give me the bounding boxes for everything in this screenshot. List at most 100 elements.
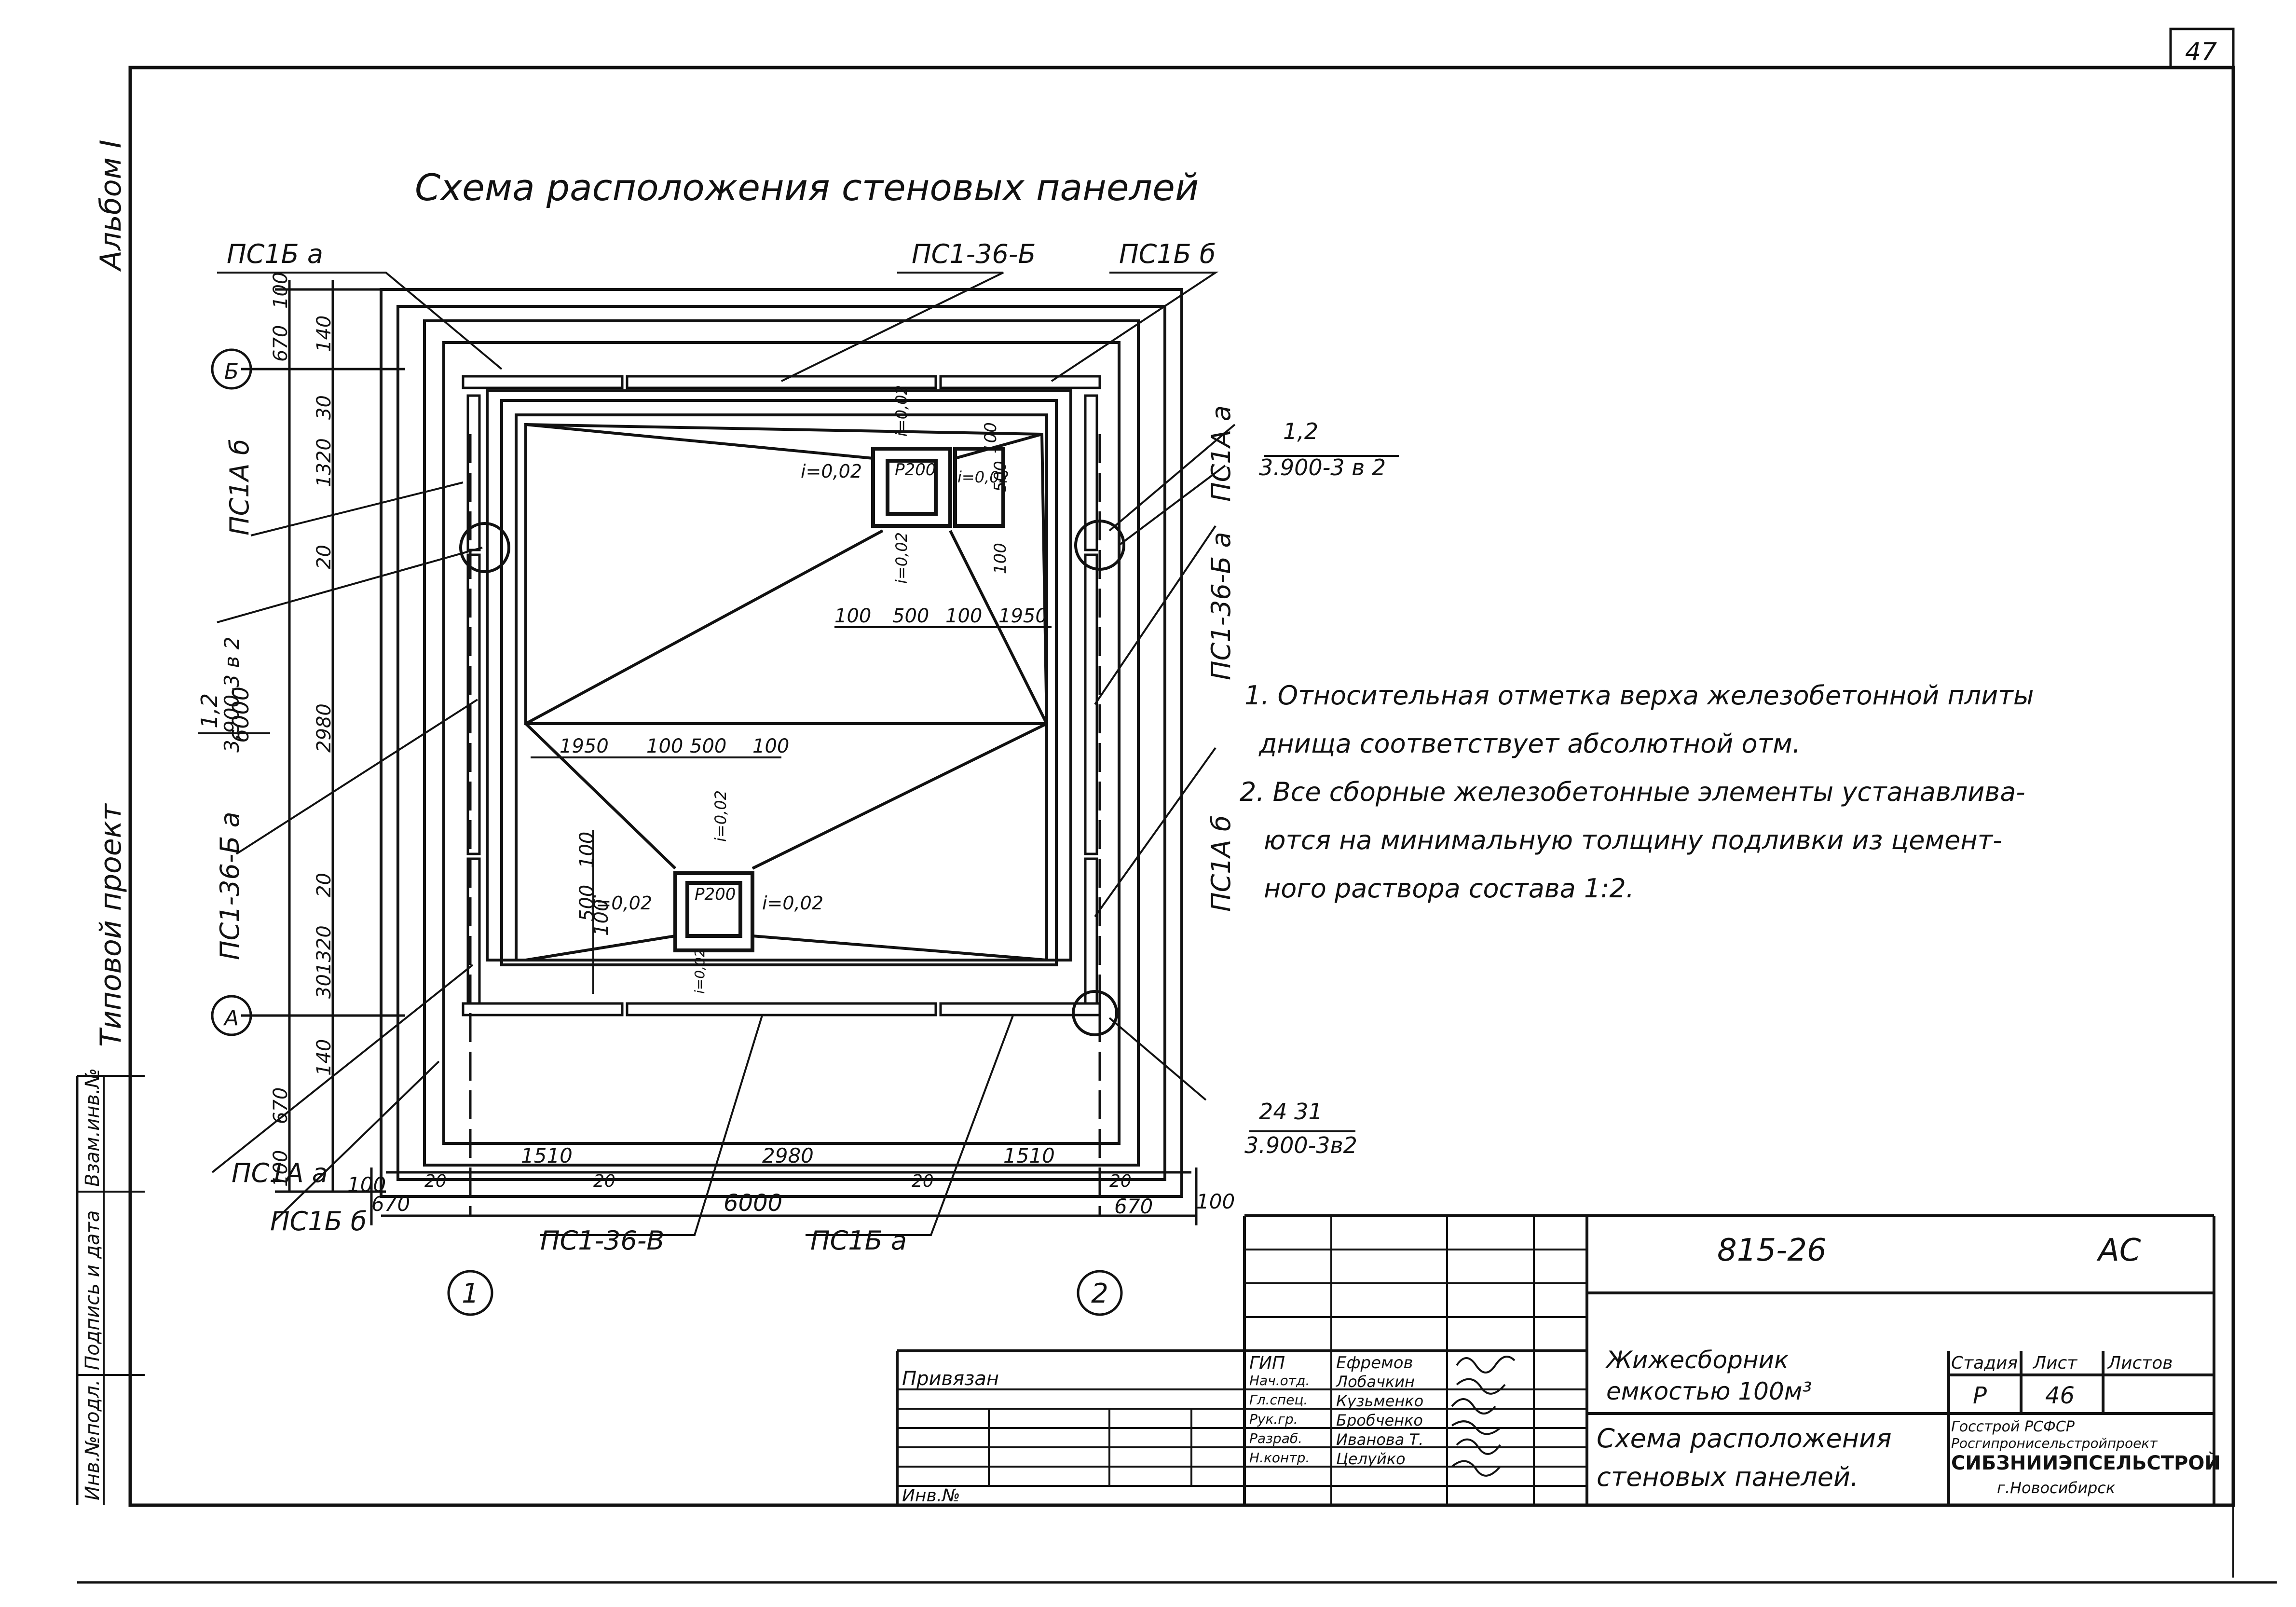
svg-text:140: 140 <box>313 1039 335 1076</box>
inv-label: Инв.№ <box>902 1486 960 1506</box>
panel-label: ПС1А б <box>224 439 255 536</box>
svg-text:100: 100 <box>945 605 982 627</box>
svg-text:30: 30 <box>313 395 335 420</box>
panel-label: ПС1А б <box>1206 815 1236 912</box>
name-3: Кузьменко <box>1336 1392 1424 1410</box>
panel-label: ПС1-36-Б а <box>1206 532 1236 680</box>
panel-labels: ПС1Б а ПС1-36-Б ПС1Б б ПС1А б ПС1-36-Б а… <box>215 239 1236 1256</box>
panel-label: ПС1Б а <box>227 239 323 269</box>
role-3: Гл.спец. <box>1249 1392 1308 1408</box>
svg-text:24 31: 24 31 <box>1259 1099 1323 1125</box>
svg-text:2980: 2980 <box>762 1144 814 1167</box>
pits <box>673 447 1005 952</box>
panel-label: ПС1-36-Б <box>912 239 1036 269</box>
stage-header: Стадия <box>1951 1353 2018 1373</box>
svg-text:3.900-3 в 2: 3.900-3 в 2 <box>220 637 244 753</box>
svg-text:Инв.№подл.: Инв.№подл. <box>82 1379 104 1500</box>
svg-text:100: 100 <box>752 735 789 757</box>
svg-text:100: 100 <box>270 1150 292 1187</box>
name-4: Бробченко <box>1336 1411 1423 1429</box>
note-line-3: 2. Все сборные железобетонные элементы у… <box>1240 777 2025 807</box>
inner-dims: 100 500 100 1950 1950 100 500 100 100 50… <box>560 422 1048 936</box>
svg-text:100: 100 <box>576 832 598 868</box>
svg-text:20: 20 <box>1109 1171 1132 1191</box>
svg-text:500: 500 <box>892 605 929 627</box>
svg-text:100: 100 <box>270 272 292 309</box>
note-line-2: днища соответствует абсолютной отм. <box>1259 728 1801 759</box>
org-line-3: СИБЗНИИЭПСЕЛЬСТРОЙ <box>1951 1452 2221 1474</box>
axis-labels: 1 2 Б А <box>223 359 1108 1309</box>
svg-text:20: 20 <box>313 873 335 897</box>
object-line-2: емкостью 100м³ <box>1606 1377 1812 1405</box>
svg-text:1510: 1510 <box>521 1144 573 1167</box>
bound-label: Привязан <box>902 1368 999 1390</box>
sheet-title-2: стеновых панелей. <box>1597 1462 1859 1492</box>
svg-text:1320: 1320 <box>313 438 335 487</box>
svg-text:i=0,02: i=0,02 <box>762 893 823 914</box>
svg-text:500: 500 <box>576 885 598 921</box>
svg-text:100: 100 <box>1196 1190 1235 1213</box>
panel-label: ПС1-36-Б а <box>215 811 245 960</box>
slope-labels: i=0,02 i=0,02 i=0,02 i=0,02 i=0,02 i=0,0… <box>591 385 1009 994</box>
role-1: ГИП <box>1249 1353 1285 1373</box>
page-number: 47 <box>2185 38 2217 67</box>
svg-text:670: 670 <box>1114 1195 1153 1218</box>
svg-text:20: 20 <box>593 1171 615 1191</box>
svg-text:1950: 1950 <box>560 735 609 757</box>
role-4: Рук.гр. <box>1249 1411 1298 1427</box>
axis-2: 2 <box>1091 1278 1108 1309</box>
svg-text:100: 100 <box>991 543 1010 574</box>
doc-mark: АС <box>2098 1233 2141 1268</box>
bottom-dim-lines <box>370 1167 1198 1225</box>
sheets-header: Листов <box>2108 1353 2173 1373</box>
axis-1: 1 <box>462 1278 479 1309</box>
svg-text:100: 100 <box>981 422 1000 453</box>
detail-circles <box>459 520 1125 1036</box>
axis-B: Б <box>224 359 239 384</box>
svg-text:140: 140 <box>313 316 335 352</box>
org-line-2: Росгипронисельстройпроект <box>1951 1435 2158 1451</box>
svg-text:3.900-3 в 2: 3.900-3 в 2 <box>1259 454 1386 481</box>
sheet-header: Лист <box>2033 1353 2077 1373</box>
svg-text:30: 30 <box>313 974 335 999</box>
project-label: Типовой проект <box>94 803 128 1047</box>
leader-lines <box>198 272 1399 1236</box>
panel-label: ПС1А а <box>232 1158 328 1188</box>
inner-dim-lines <box>531 626 1052 994</box>
role-2: Нач.отд. <box>1249 1373 1310 1388</box>
note-line-4: ются на минимальную толщину подливки из … <box>1264 825 2002 855</box>
org-line-4: г.Новосибирск <box>1997 1479 2116 1497</box>
sheet-value: 46 <box>2045 1382 2075 1409</box>
album-label: Альбом I <box>94 140 128 273</box>
svg-text:1950: 1950 <box>998 605 1048 627</box>
svg-text:3.900-3в2: 3.900-3в2 <box>1244 1132 1357 1158</box>
title-block-rows <box>897 1216 1587 1505</box>
note-line-5: ного раствора состава 1:2. <box>1264 873 1634 904</box>
title-block <box>896 1214 2215 1505</box>
name-6: Целуйко <box>1336 1450 1406 1468</box>
axis-lines <box>211 348 1123 1316</box>
note-line-1: 1. Относительная отметка верха железобет… <box>1244 680 2034 711</box>
signatures <box>1451 1356 1516 1477</box>
bottom-dims: 100 670 20 1510 20 2980 20 1510 20 670 1… <box>347 1144 1235 1218</box>
panel-label: ПС1Б б <box>1119 239 1216 269</box>
svg-text:2980: 2980 <box>313 703 335 753</box>
panel-label: ПС1Б б <box>270 1206 367 1236</box>
svg-text:20: 20 <box>424 1171 447 1191</box>
svg-text:1510: 1510 <box>1003 1144 1055 1167</box>
name-5: Иванова Т. <box>1336 1430 1424 1449</box>
stage-value: Р <box>1973 1382 1987 1409</box>
svg-text:1320: 1320 <box>313 925 335 975</box>
panel-label: ПС1Б а <box>810 1225 907 1256</box>
svg-text:Взам.инв.№: Взам.инв.№ <box>82 1068 104 1187</box>
panel-label: ПС1А а <box>1206 405 1236 502</box>
svg-text:100: 100 <box>834 605 871 627</box>
name-2: Лобачкин <box>1336 1373 1415 1391</box>
svg-text:20: 20 <box>912 1171 934 1191</box>
drawing-title: Схема расположения стеновых панелей <box>415 166 1199 209</box>
svg-text:Подпись и дата: Подпись и дата <box>82 1210 104 1370</box>
page-number-box <box>2169 27 2235 69</box>
svg-text:20: 20 <box>313 545 335 569</box>
svg-text:100: 100 <box>347 1173 386 1196</box>
